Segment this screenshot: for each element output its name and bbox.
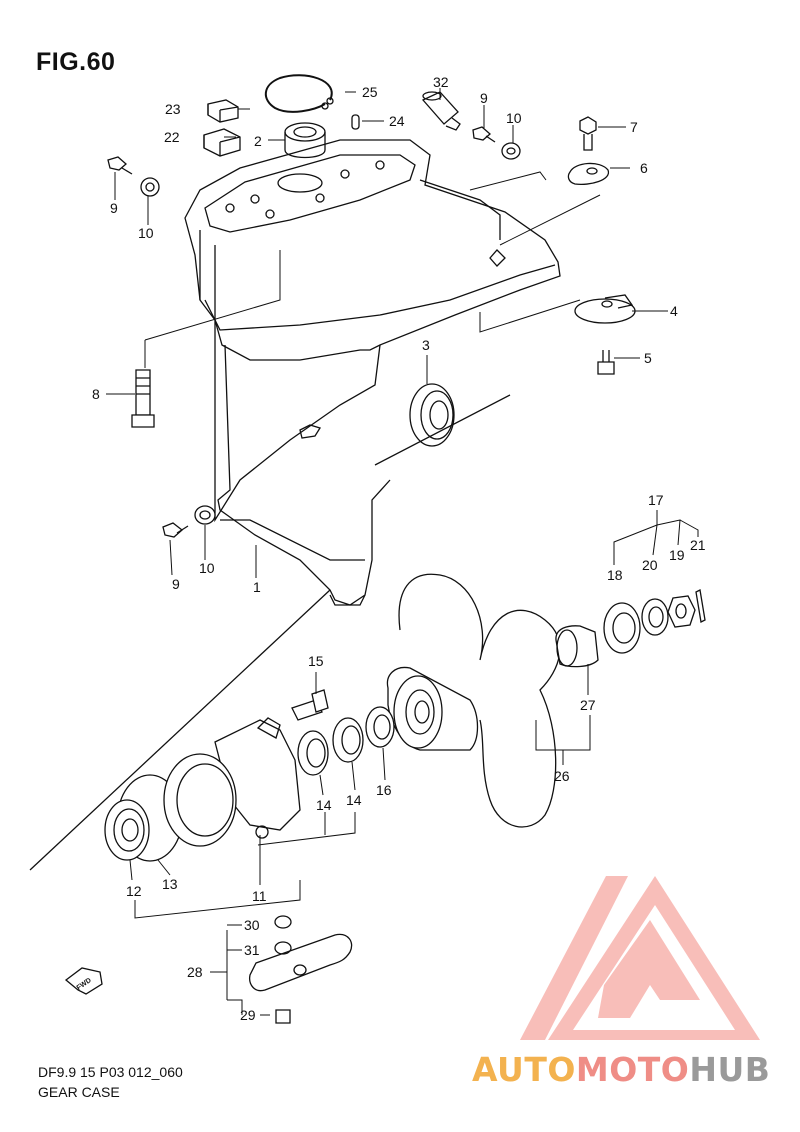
- callout-32: 32: [433, 74, 449, 90]
- callout-27: 27: [580, 697, 596, 713]
- callout-2: 2: [254, 133, 262, 149]
- callout-24: 24: [389, 113, 405, 129]
- figure-caption: GEAR CASE: [38, 1084, 120, 1100]
- callout-26: 26: [554, 768, 570, 784]
- watermark-part-moto: MOTO: [575, 1050, 690, 1089]
- leader-lines: [106, 88, 699, 1016]
- callout-10: 10: [199, 560, 215, 576]
- callout-6: 6: [640, 160, 648, 176]
- callout-31: 31: [244, 942, 260, 958]
- callout-14: 14: [346, 792, 362, 808]
- watermark-part-auto: AUTO: [472, 1050, 576, 1089]
- gear-case-housing: [184, 139, 561, 606]
- callout-22: 22: [164, 129, 180, 145]
- callout-3: 3: [422, 337, 430, 353]
- callout-9: 9: [110, 200, 118, 216]
- callout-7: 7: [630, 119, 638, 135]
- callout-labels: 25 23 2 24 22 32 9 10 7 6 9 10 4 3 5 8 1…: [76, 74, 706, 1023]
- callout-19: 19: [669, 547, 685, 563]
- callout-9: 9: [172, 576, 180, 592]
- small-hardware: [107, 74, 636, 538]
- callout-29: 29: [240, 1007, 256, 1023]
- watermark-part-hub: HUB: [689, 1050, 771, 1089]
- callout-18: 18: [607, 567, 623, 583]
- callout-30: 30: [244, 917, 260, 933]
- callout-8: 8: [92, 386, 100, 402]
- reference-line: [29, 589, 331, 871]
- callout-5: 5: [644, 350, 652, 366]
- callout-11: 11: [252, 888, 267, 904]
- callout-20: 20: [642, 557, 658, 573]
- fwd-arrow-icon: [64, 967, 103, 995]
- callout-14: 14: [316, 797, 332, 813]
- callout-9: 9: [480, 90, 488, 106]
- callout-23: 23: [165, 101, 181, 117]
- callout-25: 25: [362, 84, 378, 100]
- callout-1: 1: [253, 579, 261, 595]
- callout-10: 10: [138, 225, 154, 241]
- callout-10: 10: [506, 110, 522, 126]
- callout-13: 13: [162, 876, 178, 892]
- bearing-3: [409, 383, 455, 447]
- callout-21: 21: [690, 537, 706, 553]
- callout-17: 17: [648, 492, 664, 508]
- trim-tab-28: [249, 915, 353, 1024]
- propeller-assembly: [104, 573, 706, 862]
- figure-title: FIG.60: [36, 48, 116, 76]
- callout-16: 16: [376, 782, 392, 798]
- figure-code: DF9.9 15 P03 012_060: [38, 1064, 183, 1080]
- callout-12: 12: [126, 883, 142, 899]
- callout-28: 28: [187, 964, 203, 980]
- reference-line: [374, 394, 511, 466]
- watermark-brand: AUTOMOTOHUB: [472, 1050, 770, 1089]
- watermark-logo: [520, 876, 760, 1040]
- callout-15: 15: [308, 653, 324, 669]
- callout-4: 4: [670, 303, 678, 319]
